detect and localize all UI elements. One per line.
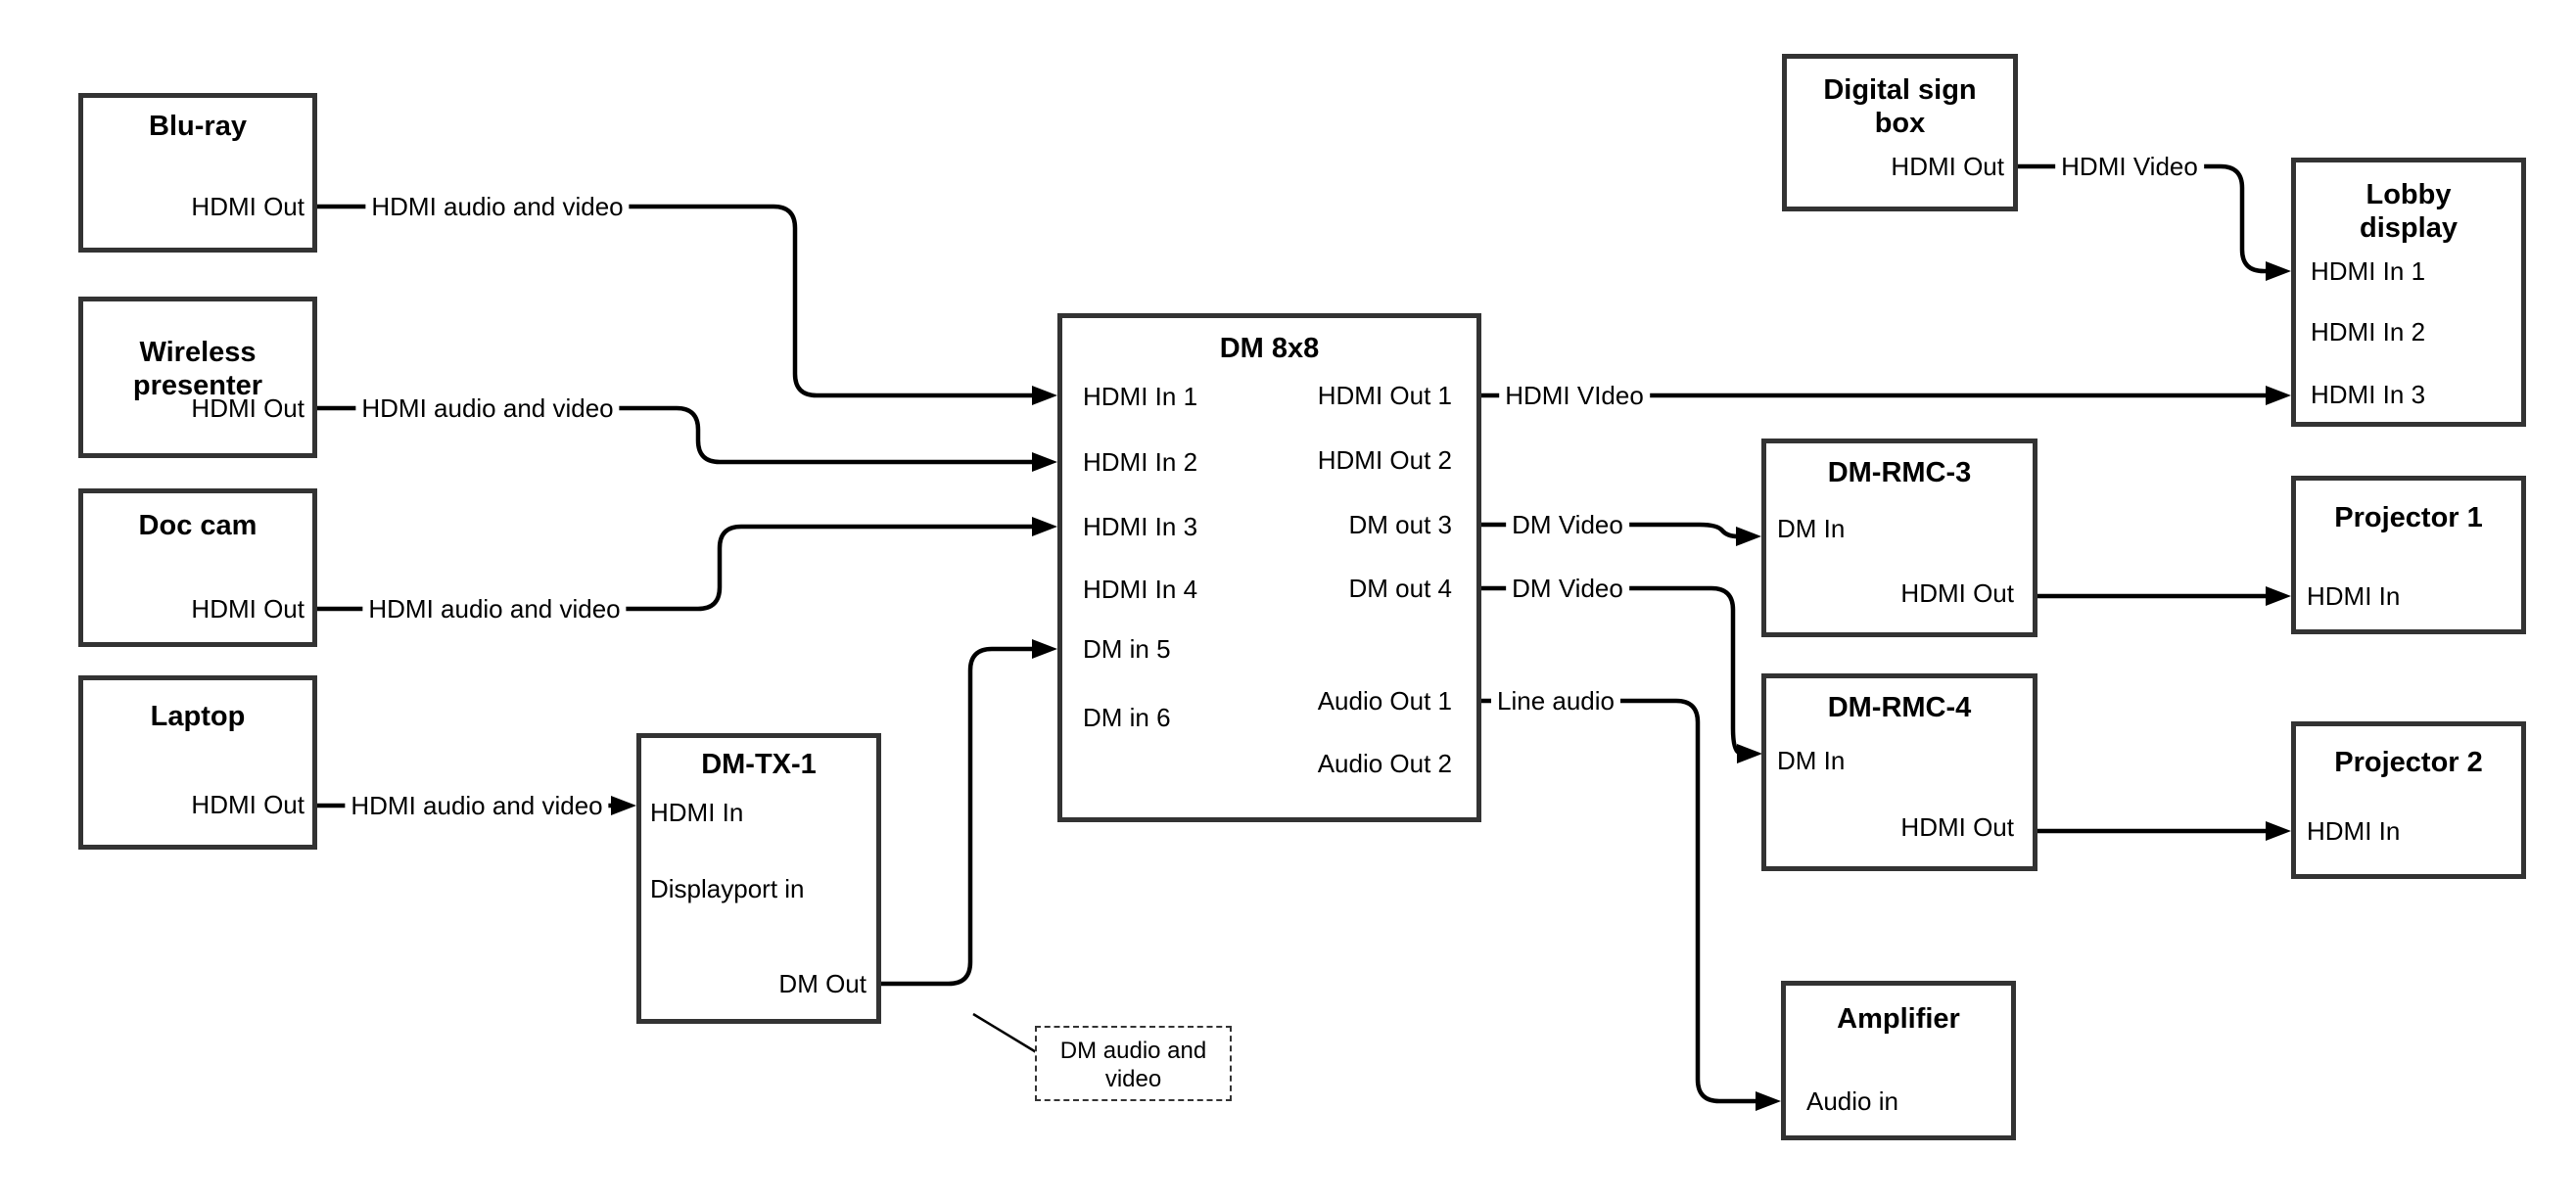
node-title: Lobby <box>2365 179 2452 210</box>
node-title: Projector 1 <box>2334 502 2483 533</box>
port-audio-in: Audio in <box>1806 1086 1898 1116</box>
port-hdmi-out: HDMI Out <box>191 192 304 221</box>
node-amplifier: Amplifier Audio in <box>1781 981 2016 1140</box>
edge-label-dm-video-out4: DM Video <box>1506 574 1629 603</box>
port-hdmi-in-4: HDMI In 4 <box>1083 575 1198 604</box>
port-dm-in-6: DM in 6 <box>1083 703 1171 732</box>
node-dm-tx-1: DM-TX-1 HDMI In Displayport in DM Out <box>636 733 881 1024</box>
arrowhead-dmtx1-hdmi-in <box>611 796 636 815</box>
arrowhead-dm8x8-in5 <box>1032 639 1057 659</box>
port-hdmi-out-2: HDMI Out 2 <box>1317 445 1452 475</box>
edge-label-hdmi-audio-video-wireless: HDMI audio and video <box>355 393 620 423</box>
port-hdmi-in-3: HDMI In 3 <box>2311 380 2426 409</box>
node-title: Wireless <box>139 337 257 368</box>
node-title: display <box>2360 212 2458 244</box>
port-hdmi-in-1: HDMI In 1 <box>1083 382 1198 411</box>
arrowhead-dmrmc4-dm-in <box>1737 744 1762 763</box>
port-hdmi-out: HDMI Out <box>1900 578 2014 608</box>
edge-dm8x8-out3-to-dmrmc3 <box>1481 522 1739 539</box>
node-projector-1: Projector 1 HDMI In <box>2291 476 2526 634</box>
arrowhead-dm8x8-in1 <box>1032 386 1057 405</box>
port-hdmi-out: HDMI Out <box>191 790 304 819</box>
port-hdmi-in-2: HDMI In 2 <box>2311 317 2426 346</box>
port-audio-out-1: Audio Out 1 <box>1317 686 1452 716</box>
port-dm-in: DM In <box>1777 514 1846 543</box>
node-dm-rmc-3: DM-RMC-3 DM In HDMI Out <box>1761 439 2037 637</box>
node-title: Projector 2 <box>2334 747 2483 778</box>
edge-label-hdmi-video-digitalsign: HDMI Video <box>2055 152 2204 181</box>
port-dm-out-3: DM out 3 <box>1348 510 1453 539</box>
port-hdmi-in-3: HDMI In 3 <box>1083 512 1198 541</box>
node-laptop: Laptop HDMI Out <box>78 675 317 850</box>
node-title: DM-TX-1 <box>701 749 817 780</box>
edge-label-hdmi-audio-video-doccam: HDMI audio and video <box>362 594 627 624</box>
node-title: presenter <box>132 370 263 401</box>
port-hdmi-in: HDMI In <box>2307 581 2401 611</box>
port-hdmi-out: HDMI Out <box>1891 152 2004 181</box>
port-dm-out-4: DM out 4 <box>1348 574 1453 603</box>
port-hdmi-in: HDMI In <box>2307 816 2401 846</box>
port-hdmi-in-2: HDMI In 2 <box>1083 447 1198 477</box>
node-doc-cam: Doc cam HDMI Out <box>78 488 317 647</box>
edge-wireless-to-dm8x8-in2 <box>317 405 1034 465</box>
arrowhead-amplifier-audio-in <box>1756 1091 1781 1111</box>
arrowhead-dm8x8-in2 <box>1032 452 1057 472</box>
note-text-line1: DM audio and <box>1059 1038 1207 1064</box>
arrowhead-lobby-in1 <box>2266 261 2291 281</box>
port-audio-out-2: Audio Out 2 <box>1317 749 1452 778</box>
node-lobby-display: Lobby display HDMI In 1 HDMI In 2 HDMI I… <box>2291 158 2526 427</box>
port-hdmi-out: HDMI Out <box>191 393 304 423</box>
node-title: DM-RMC-3 <box>1827 457 1972 488</box>
node-title: Blu-ray <box>149 111 247 142</box>
arrowhead-projector2-hdmi-in <box>2266 821 2291 841</box>
port-dm-out: DM Out <box>778 969 866 998</box>
node-title: Digital sign <box>1823 74 1977 106</box>
note-dm-audio-and-video: DM audio and video <box>1035 1026 1232 1101</box>
edge-label-line-audio: Line audio <box>1491 686 1620 716</box>
node-blu-ray: Blu-ray HDMI Out <box>78 93 317 253</box>
edge-dmtx1-to-dm8x8-in5 <box>881 646 1034 987</box>
port-hdmi-in: HDMI In <box>650 798 744 827</box>
edge-label-hdmi-video-out1: HDMI VIdeo <box>1499 381 1650 410</box>
port-dm-in-5: DM in 5 <box>1083 634 1171 664</box>
edge-label-hdmi-audio-video-laptop: HDMI audio and video <box>345 791 609 820</box>
edge-label-hdmi-audio-video-bluray: HDMI audio and video <box>365 192 630 221</box>
node-title: Laptop <box>150 701 246 732</box>
node-title: DM 8x8 <box>1219 333 1320 364</box>
port-hdmi-in-1: HDMI In 1 <box>2311 256 2426 286</box>
port-displayport-in: Displayport in <box>650 874 805 903</box>
node-dm-8x8: DM 8x8 HDMI In 1 HDMI In 2 HDMI In 3 HDM… <box>1057 313 1481 822</box>
port-hdmi-out-1: HDMI Out 1 <box>1317 381 1452 410</box>
edge-doccam-to-dm8x8-in3 <box>317 524 1034 612</box>
port-hdmi-out: HDMI Out <box>1900 812 2014 842</box>
port-hdmi-out: HDMI Out <box>191 594 304 624</box>
arrowhead-projector1-hdmi-in <box>2266 586 2291 606</box>
port-dm-in: DM In <box>1777 746 1846 775</box>
note-text-line2: video <box>1104 1066 1162 1092</box>
arrowhead-dmrmc3-dm-in <box>1736 527 1761 546</box>
node-projector-2: Projector 2 HDMI In <box>2291 721 2526 879</box>
edge-digitalsign-to-lobby-in1 <box>2018 163 2268 274</box>
edge-dm8x8-audio1-to-amplifier <box>1481 698 1757 1104</box>
edge-label-dm-video-out3: DM Video <box>1506 510 1629 539</box>
node-title: Doc cam <box>138 510 258 541</box>
edge-dm8x8-out4-to-dmrmc4 <box>1481 585 1741 756</box>
note-leader-line <box>972 1012 1039 1055</box>
edge-bluray-to-dm8x8-in1 <box>317 204 1034 398</box>
node-title: DM-RMC-4 <box>1827 692 1972 723</box>
node-title: box <box>1874 108 1926 139</box>
node-digital-sign-box: Digital sign box HDMI Out <box>1782 54 2018 211</box>
arrowhead-lobby-in3 <box>2266 386 2291 405</box>
node-wireless-presenter: Wireless presenter HDMI Out <box>78 297 317 458</box>
node-dm-rmc-4: DM-RMC-4 DM In HDMI Out <box>1761 673 2037 871</box>
node-title: Amplifier <box>1837 1003 1960 1035</box>
arrowhead-dm8x8-in3 <box>1032 517 1057 536</box>
